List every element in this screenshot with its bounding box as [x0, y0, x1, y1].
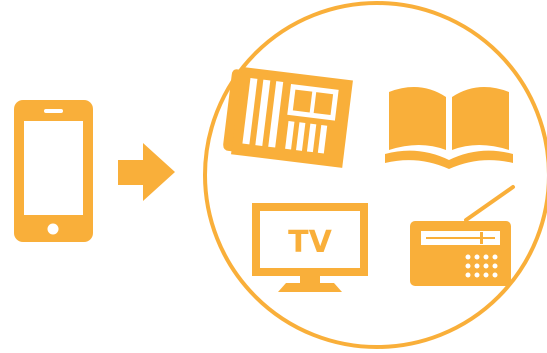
radio-icon	[410, 185, 515, 286]
tv-screen-label: TV	[288, 225, 332, 260]
television-icon: TV	[252, 203, 368, 292]
newspaper-icon	[223, 66, 353, 168]
smartphone-icon	[14, 100, 93, 242]
open-book-icon	[385, 87, 513, 169]
media-circle	[203, 1, 547, 349]
arrow-right-icon	[118, 143, 175, 201]
